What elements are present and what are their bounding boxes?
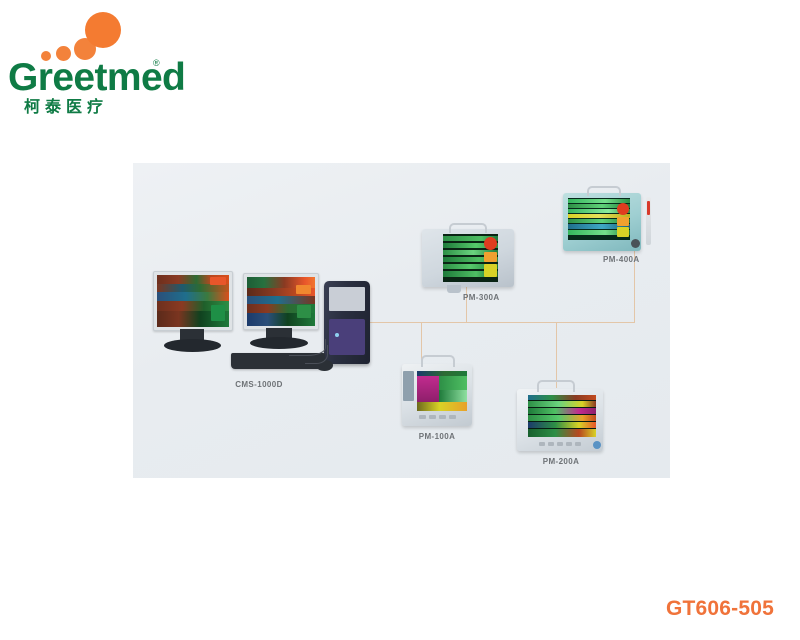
- device-label-pm-100a: PM-100A: [418, 432, 456, 441]
- pm400a-screen: [568, 198, 630, 240]
- device-pm-400a: PM-400A: [557, 185, 657, 265]
- device-label-pm-300a: PM-300A: [463, 293, 500, 302]
- network-diagram-panel: CMS-1000D PM-300A: [133, 163, 670, 478]
- logo-dot-medium: [56, 46, 71, 61]
- pm100a-button-row[interactable]: [419, 415, 465, 421]
- logo-dots-icon: [0, 0, 250, 62]
- logo-dot-xlarge: [85, 12, 121, 48]
- cms-pc-front-panel: [329, 319, 365, 355]
- logo-dot-small: [41, 51, 51, 61]
- network-drop-pm200a: [556, 322, 557, 388]
- device-pm-300a: PM-300A: [417, 223, 521, 302]
- pm100a-left-panel: [403, 371, 414, 401]
- cms-left-monitor: [153, 271, 233, 331]
- pm200a-handle: [537, 380, 575, 392]
- pm200a-screen: [528, 395, 596, 437]
- pm400a-knob: [631, 239, 640, 248]
- pm200a-button-row[interactable]: [539, 442, 591, 448]
- registered-trademark-icon: ®: [153, 58, 160, 68]
- network-drop-pm300a: [466, 279, 467, 323]
- pm100a-screen: [417, 371, 467, 411]
- pm400a-side-indicator: [647, 201, 650, 215]
- cms-left-screen: [157, 275, 229, 327]
- device-cms-1000d: CMS-1000D: [147, 267, 377, 397]
- pm400a-handle: [587, 186, 621, 196]
- network-bus-horizontal: [355, 322, 635, 323]
- cms-mouse: [316, 360, 333, 371]
- pm300a-screen: [443, 234, 498, 282]
- network-drop-pm400a: [634, 247, 635, 323]
- product-code: GT606-505: [665, 597, 774, 620]
- logo-chinese-name: 柯泰医疗: [24, 97, 109, 116]
- cms-right-screen: [247, 277, 315, 326]
- pm100a-handle: [421, 355, 455, 367]
- cms-pc-tower: [324, 281, 370, 364]
- device-label-pm-200a: PM-200A: [542, 457, 580, 466]
- network-drop-pm100a: [421, 322, 422, 366]
- brand-logo: Greetmed ® 柯泰医疗: [0, 0, 250, 125]
- cms-left-monitor-neck: [180, 329, 204, 342]
- pm300a-handle: [449, 223, 487, 233]
- pm400a-side-module: [646, 197, 651, 245]
- cms-left-monitor-base: [164, 339, 221, 352]
- cms-cable-mouse: [305, 345, 328, 364]
- cms-pc-drive-bay: [329, 287, 365, 311]
- device-pm-100a: PM-100A: [395, 353, 487, 441]
- device-label-pm-400a: PM-400A: [603, 255, 640, 264]
- device-pm-200a: PM-200A: [511, 377, 613, 467]
- cms-keyboard: [231, 353, 325, 369]
- logo-wordmark: Greetmed: [8, 56, 186, 99]
- cms-right-monitor: [243, 273, 319, 330]
- pm200a-knob[interactable]: [593, 441, 601, 449]
- device-label-cms-1000d: CMS-1000D: [235, 380, 283, 389]
